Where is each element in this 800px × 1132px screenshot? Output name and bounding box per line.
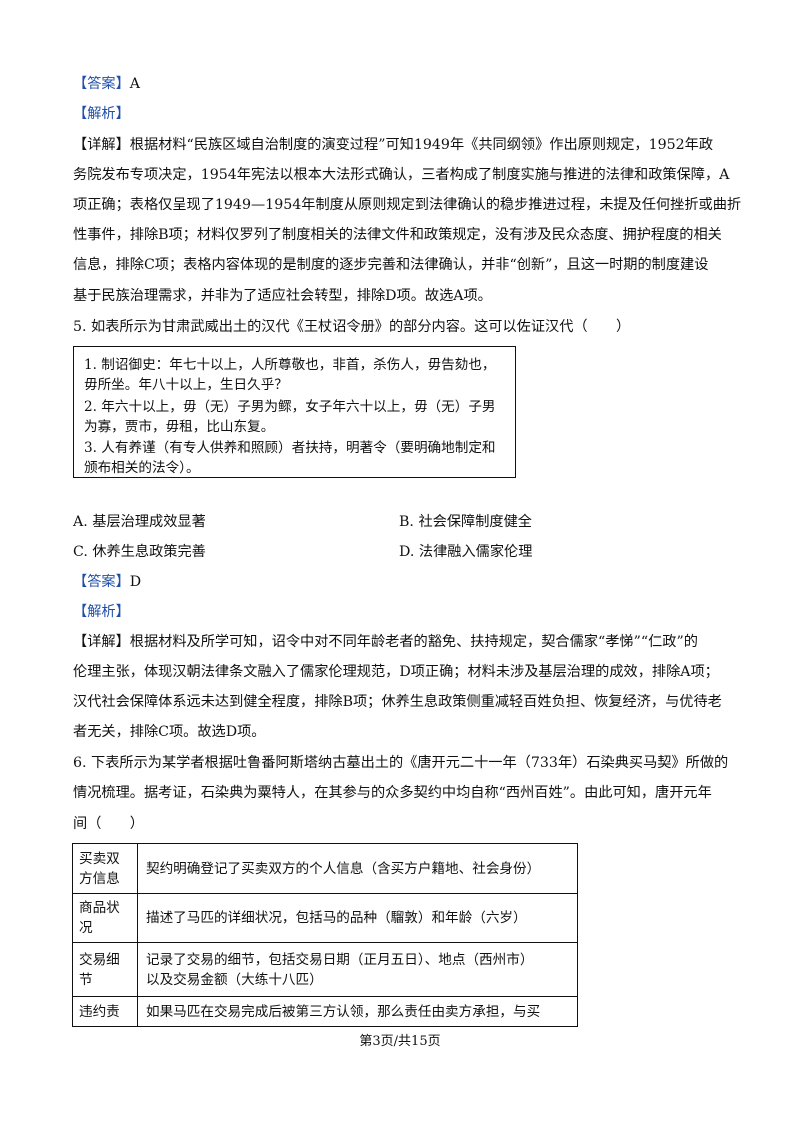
table-head-line: 买卖双 xyxy=(79,850,120,867)
table-row-body: 契约明确登记了买卖双方的个人信息（含买方户籍地、社会身份） xyxy=(137,843,578,894)
q5-box-line-5: 3. 人有养谨（有专人供养和照顾）者扶持，明著令（要明确地制定和 xyxy=(84,440,496,456)
q4-detail-line-1: 【详解】根据材料“民族区域自治制度的演变过程”可知1949年《共同纲领》作出原则… xyxy=(73,135,713,155)
table-head-line: 交易细 xyxy=(79,951,120,968)
q4-detail-line-4: 性事件，排除B项；材料仅罗列了制度相关的法律文件和政策规定，没有涉及民众态度、拥… xyxy=(73,227,722,243)
q5-detail-line-1: 【详解】根据材料及所学可知，诏令中对不同年龄老者的豁免、扶持规定，契合儒家“孝悌… xyxy=(73,632,698,652)
q5-box-line-1: 1. 制诏御史：年七十以上，人所尊敬也，非首，杀伤人，毋告劾也， xyxy=(84,357,496,373)
q5-box-line-2: 毋所坐。年八十以上，生日久乎？ xyxy=(84,377,288,393)
q6-table: 买卖双 方信息 契约明确登记了买卖双方的个人信息（含买方户籍地、社会身份） 商品… xyxy=(72,843,578,1027)
q5-analysis-tag: 【解析】 xyxy=(73,604,130,620)
table-body-line: 描述了马匹的详细状况，包括马的品种（騮敦）和年龄（六岁） xyxy=(146,910,527,926)
table-head-line: 方信息 xyxy=(79,870,120,887)
q5-answer-value: D xyxy=(129,574,142,590)
q5-detail-line-3: 汉代社会保障体系远未达到健全程度，排除B项；休养生息政策侧重减轻百姓负担、恢复经… xyxy=(73,694,722,710)
q5-box-line-3: 2. 年六十以上，毋（无）子男为鳏，女子年六十以上，毋（无）子男 xyxy=(84,399,496,415)
table-row-body: 描述了马匹的详细状况，包括马的品种（騮敦）和年龄（六岁） xyxy=(137,893,578,943)
q6-stem-line-3: 间（ ） xyxy=(73,816,144,832)
q5-option-b: B. 社会保障制度健全 xyxy=(399,514,532,530)
table-row-body: 如果马匹在交易完成后被第三方认领，那么责任由卖方承担，与买 xyxy=(137,996,578,1027)
q5-detail-line-2: 伦理主张，体现汉朝法律条文融入了儒家伦理规范，D项正确；材料未涉及基层治理的成效… xyxy=(73,664,719,680)
q4-detail-line-2: 务院发布专项决定，1954年宪法以根本大法形式确认，三者构成了制度实施与推进的法… xyxy=(73,167,730,183)
q4-detail-line-5: 信息，排除C项；表格内容体现的是制度的逐步完善和法律确认，并非“创新”，且这一时… xyxy=(73,257,709,273)
table-row: 买卖双 方信息 契约明确登记了买卖双方的个人信息（含买方户籍地、社会身份） xyxy=(72,843,578,894)
q4-answer-value: A xyxy=(129,76,141,92)
table-head-line: 违约责 xyxy=(79,1003,120,1020)
table-body-line: 契约明确登记了买卖双方的个人信息（含买方户籍地、社会身份） xyxy=(146,860,541,877)
table-body-line: 如果马匹在交易完成后被第三方认领，那么责任由卖方承担，与买 xyxy=(146,1003,541,1020)
q4-detail-line-3: 项正确；表格仅呈现了1949—1954年制度从原则规定到法律确认的稳步推进过程，… xyxy=(73,197,742,213)
q5-detail-line-4: 者无关，排除C项。故选D项。 xyxy=(73,724,266,740)
q5-option-d: D. 法律融入儒家伦理 xyxy=(399,544,533,560)
q5-detail-text-1: 根据材料及所学可知，诏令中对不同年龄老者的豁免、扶持规定，契合儒家“孝悌”“仁政… xyxy=(129,634,698,650)
table-row-head: 违约责 xyxy=(72,996,138,1027)
q4-answer-line: 【答案】A xyxy=(73,74,140,94)
q5-box-line-4: 为寡，贾市，毋租，比山东复。 xyxy=(84,419,275,435)
q5-detail-tag: 【详解】 xyxy=(73,634,130,650)
table-row: 交易细 节 记录了交易的细节，包括交易日期（正月五日）、地点（西州市） 以及交易… xyxy=(72,942,578,997)
q4-detail-line-6: 基于民族治理需求，并非为了适应社会转型，排除D项。故选A项。 xyxy=(73,288,492,304)
table-head-line: 况 xyxy=(79,920,93,936)
table-row-head: 交易细 节 xyxy=(72,942,138,997)
q4-detail-text-1: 根据材料“民族区域自治制度的演变过程”可知1949年《共同纲领》作出原则规定，1… xyxy=(129,137,714,153)
table-body-line: 记录了交易的细节，包括交易日期（正月五日）、地点（西州市） xyxy=(146,951,534,968)
table-head-line: 商品状 xyxy=(79,900,120,916)
q5-answer-line: 【答案】D xyxy=(73,572,141,592)
table-row-body: 记录了交易的细节，包括交易日期（正月五日）、地点（西州市） 以及交易金额（大练十… xyxy=(137,942,578,997)
table-row-head: 商品状 况 xyxy=(72,893,138,943)
q6-stem-line-2: 情况梳理。据考证，石染典为粟特人，在其参与的众多契约中均自称“西州百姓”。由此可… xyxy=(73,785,712,801)
table-row: 商品状 况 描述了马匹的详细状况，包括马的品种（騮敦）和年龄（六岁） xyxy=(72,893,578,943)
table-body-line: 以及交易金额（大练十八匹） xyxy=(146,971,323,988)
q4-analysis-tag: 【解析】 xyxy=(73,106,130,122)
q5-material-box: 1. 制诏御史：年七十以上，人所尊敬也，非首，杀伤人，毋告劾也， 毋所坐。年八十… xyxy=(73,346,516,478)
q5-box-line-6: 颁布相关的法令）。 xyxy=(84,460,200,476)
q5-option-a: A. 基层治理成效显著 xyxy=(73,514,206,530)
q5-option-c: C. 休养生息政策完善 xyxy=(73,544,206,560)
page-footer: 第3页/共15页 xyxy=(359,1034,441,1049)
q6-stem-line-1: 6. 下表所示为某学者根据吐鲁番阿斯塔纳古墓出土的《唐开元二十一年（733年）石… xyxy=(73,755,729,771)
table-head-line: 节 xyxy=(79,971,93,988)
q4-detail-tag: 【详解】 xyxy=(73,137,130,153)
q5-answer-tag: 【答案】 xyxy=(73,574,130,590)
q4-answer-tag: 【答案】 xyxy=(73,76,130,92)
table-row-head: 买卖双 方信息 xyxy=(72,843,138,894)
q5-stem: 5. 如表所示为甘肃武威出土的汉代《王杖诏令册》的部分内容。这可以佐证汉代（ ） xyxy=(73,319,631,335)
table-row: 违约责 如果马匹在交易完成后被第三方认领，那么责任由卖方承担，与买 xyxy=(72,996,578,1027)
